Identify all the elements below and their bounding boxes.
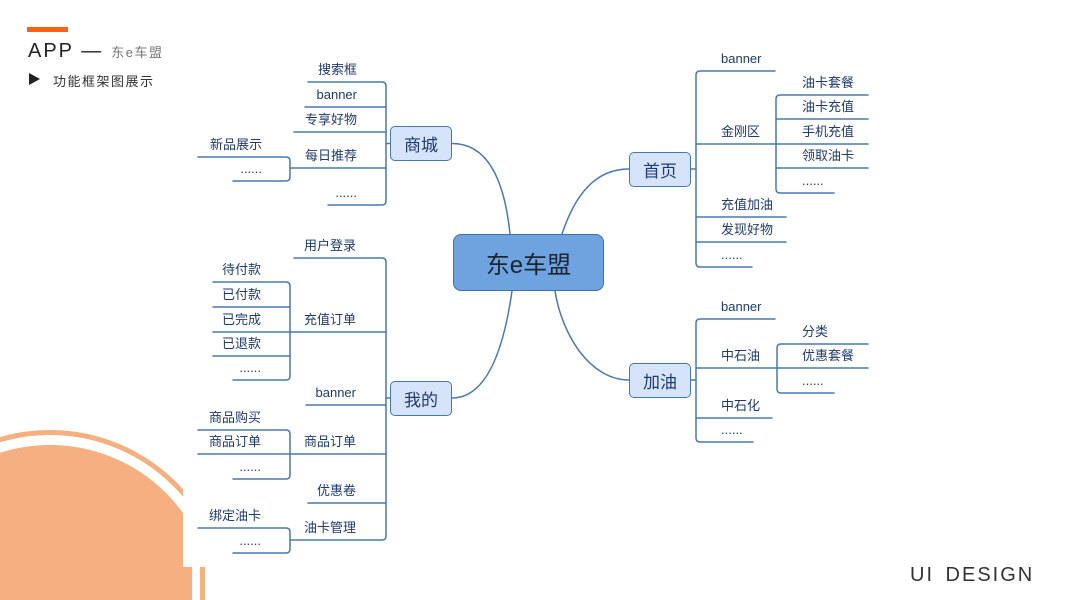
home-item-recharge-fuel: 充值加油 — [721, 197, 774, 212]
mine-product-sub-purchase: 商品购买 — [208, 410, 261, 425]
fuel-oil-sub-bracket — [776, 343, 869, 394]
shop-daily-sub-more: ...... — [240, 161, 262, 176]
home-kingkong-sub-card-recharge: 油卡充值 — [802, 99, 855, 114]
mine-card-sub-more: ...... — [239, 533, 261, 548]
connector-root-fuel — [554, 290, 630, 381]
home-item-discover-goods: 发现好物 — [721, 222, 774, 237]
home-item-banner: banner — [721, 51, 762, 66]
home-kingkong-sub-phone-recharge: 手机充值 — [802, 124, 855, 139]
mine-recharge-sub-paid: 已付款 — [221, 287, 261, 302]
title-subtitle: 东e车盟 — [111, 45, 164, 60]
mine-item-card-management: 油卡管理 — [303, 520, 356, 535]
mine-item-coupon: 优惠卷 — [316, 483, 356, 498]
home-kingkong-sub-more: ...... — [802, 173, 824, 188]
home-kingkong-sub-bracket — [775, 94, 869, 194]
decorative-circle-fill — [0, 444, 192, 600]
branch-node-fuel: 加油 — [629, 363, 691, 398]
branch-node-home: 首页 — [629, 152, 691, 187]
mine-item-login: 用户登录 — [303, 238, 356, 253]
title-main: APP — — [28, 40, 104, 62]
fuel-oil-sub-category: 分类 — [802, 324, 829, 339]
home-kingkong-sub-claim-card: 领取油卡 — [802, 148, 855, 163]
shop-item-exclusive-goods: 专享好物 — [304, 112, 357, 127]
mine-item-banner: banner — [315, 385, 356, 400]
mine-recharge-sub-more: ...... — [239, 360, 261, 375]
shop-item-more: ...... — [335, 185, 357, 200]
page-title: APP — 东e车盟 — [28, 40, 163, 63]
mine-product-sub-bracket — [197, 429, 291, 480]
root-node: 东e车盟 — [453, 234, 604, 291]
decorative-ring-segment — [200, 567, 205, 600]
fuel-oil-sub-discount-package: 优惠套餐 — [802, 348, 855, 363]
mine-product-sub-orders: 商品订单 — [208, 434, 261, 449]
connector-root-home — [561, 168, 630, 235]
shop-item-search-box: 搜索框 — [317, 62, 357, 77]
branch-node-shop: 商城 — [390, 126, 452, 161]
branch-node-mine: 我的 — [390, 381, 452, 416]
mine-recharge-sub-completed: 已完成 — [221, 312, 261, 327]
mine-recharge-sub-bracket — [212, 281, 291, 381]
mine-card-sub-bind: 绑定油卡 — [208, 508, 261, 523]
play-triangle-icon — [29, 73, 40, 85]
fuel-item-sinopec-chem: 中石化 — [721, 398, 761, 413]
mine-item-product-orders: 商品订单 — [303, 434, 356, 449]
section-label: 功能框架图展示 — [53, 74, 155, 89]
shop-daily-sub-bracket — [197, 156, 291, 182]
home-item-kingkong: 金刚区 — [721, 124, 761, 139]
decorative-circle-ring — [0, 429, 183, 497]
home-kingkong-sub-card-package: 油卡套餐 — [802, 75, 855, 90]
fuel-item-more: ...... — [721, 422, 743, 437]
shop-daily-sub-new-products: 新品展示 — [209, 137, 262, 152]
fuel-oil-sub-more: ...... — [802, 373, 824, 388]
mine-card-sub-bracket — [197, 527, 291, 554]
accent-bar — [27, 27, 68, 32]
mine-recharge-sub-refunded: 已退款 — [221, 336, 261, 351]
fuel-item-sinopec-oil: 中石油 — [721, 348, 761, 363]
connector-root-mine — [451, 290, 513, 399]
mine-item-recharge-orders: 充值订单 — [303, 312, 356, 327]
shop-item-daily-recommend: 每日推荐 — [304, 148, 357, 163]
mine-bracket — [289, 257, 387, 541]
home-item-more: ...... — [721, 247, 743, 262]
mine-product-sub-more: ...... — [239, 459, 261, 474]
connector-root-shop — [451, 142, 511, 235]
mine-recharge-sub-pending: 待付款 — [221, 262, 261, 277]
fuel-item-banner: banner — [721, 299, 762, 314]
shop-item-banner: banner — [316, 87, 357, 102]
footer-label: UI DESIGN — [910, 564, 1035, 586]
